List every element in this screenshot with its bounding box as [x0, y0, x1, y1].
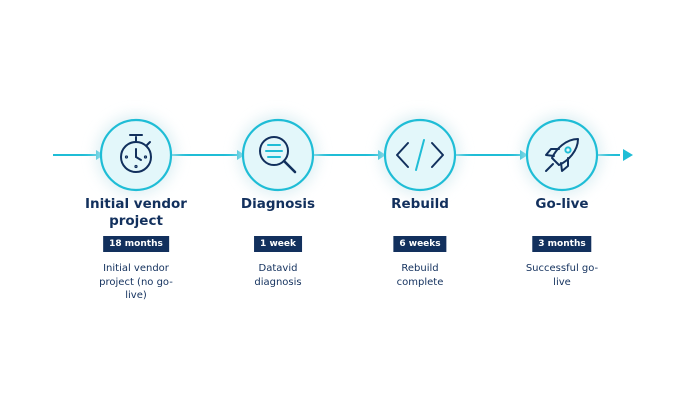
stage-description: Successful go-live [525, 263, 599, 288]
duration-badge: 3 months [532, 236, 592, 252]
stage-description: Initial vendor project (no go-live) [99, 263, 173, 301]
magnifier-icon [259, 136, 297, 174]
stage-node-rebuild [380, 115, 460, 195]
duration-badge: 18 months [103, 236, 169, 252]
stopwatch-icon [120, 134, 152, 173]
stage-title: Go-live [535, 196, 589, 212]
stage-node-go-live [522, 115, 602, 195]
arrow-head-icon [623, 149, 633, 161]
rocket-icon [545, 138, 579, 172]
stage-title: Initial vendor project [85, 196, 187, 229]
duration-badge: 6 weeks [393, 236, 447, 252]
stage-title: Diagnosis [240, 196, 316, 212]
stage-description: Datavid diagnosis [254, 263, 302, 288]
stage-node-initial-vendor [96, 115, 176, 195]
stage-node-diagnosis [238, 115, 318, 195]
code-brackets-icon [396, 139, 444, 171]
stage-description: Rebuild complete [396, 263, 444, 288]
stage-title: Rebuild [391, 196, 449, 212]
duration-badge: 1 week [254, 236, 302, 252]
